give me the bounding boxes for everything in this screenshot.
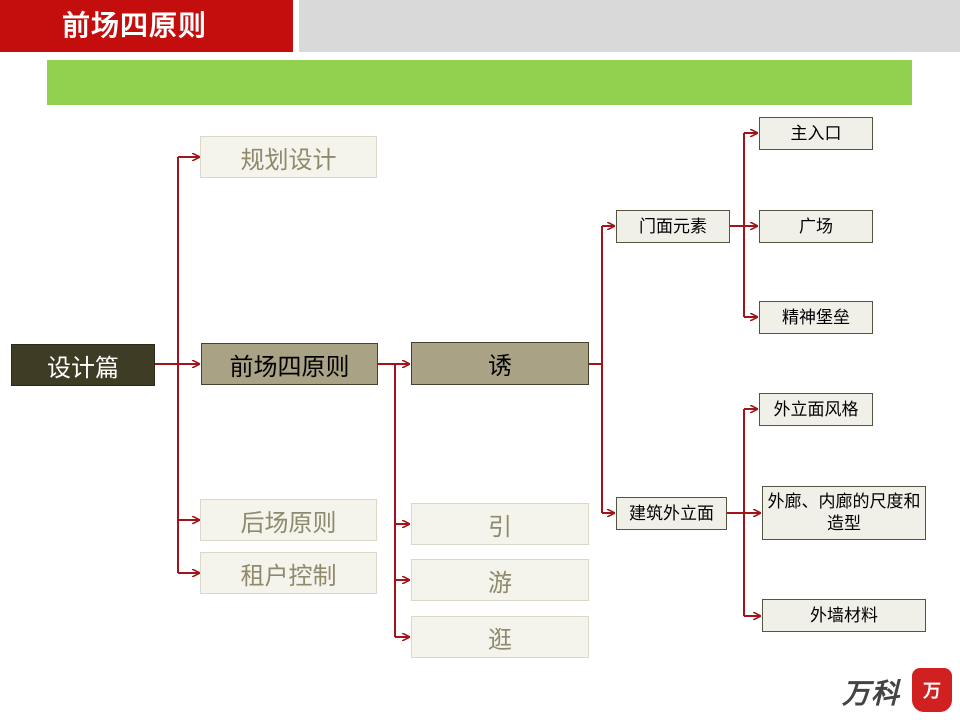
node-planning-design: 规划设计 [200, 136, 377, 178]
node-roam: 游 [411, 559, 589, 601]
node-stroll: 逛 [411, 616, 589, 658]
vanke-logo: 万科 万 [842, 668, 952, 714]
node-main-entrance: 主入口 [759, 117, 873, 150]
node-front-four-principles: 前场四原则 [201, 343, 378, 385]
node-facade-elements: 门面元素 [616, 210, 730, 243]
node-plaza: 广场 [759, 210, 873, 243]
node-back-principles: 后场原则 [200, 499, 377, 541]
node-spiritual-fortress: 精神堡垒 [759, 301, 873, 334]
node-corridor-scale: 外廊、内廊的尺度和造型 [762, 486, 926, 540]
node-tenant-control: 租户控制 [200, 552, 377, 594]
node-guide: 引 [411, 503, 589, 545]
title-bar-gray-band [299, 0, 960, 52]
green-band [47, 60, 912, 105]
logo-text: 万科 [842, 677, 901, 710]
node-building-facade: 建筑外立面 [616, 497, 727, 530]
node-facade-style: 外立面风格 [759, 393, 873, 426]
vanke-seal-icon: 万 [912, 668, 952, 712]
node-lure: 诱 [411, 342, 589, 385]
node-wall-material: 外墙材料 [762, 599, 926, 632]
node-design: 设计篇 [11, 344, 155, 386]
slide-title: 前场四原则 [0, 0, 293, 52]
